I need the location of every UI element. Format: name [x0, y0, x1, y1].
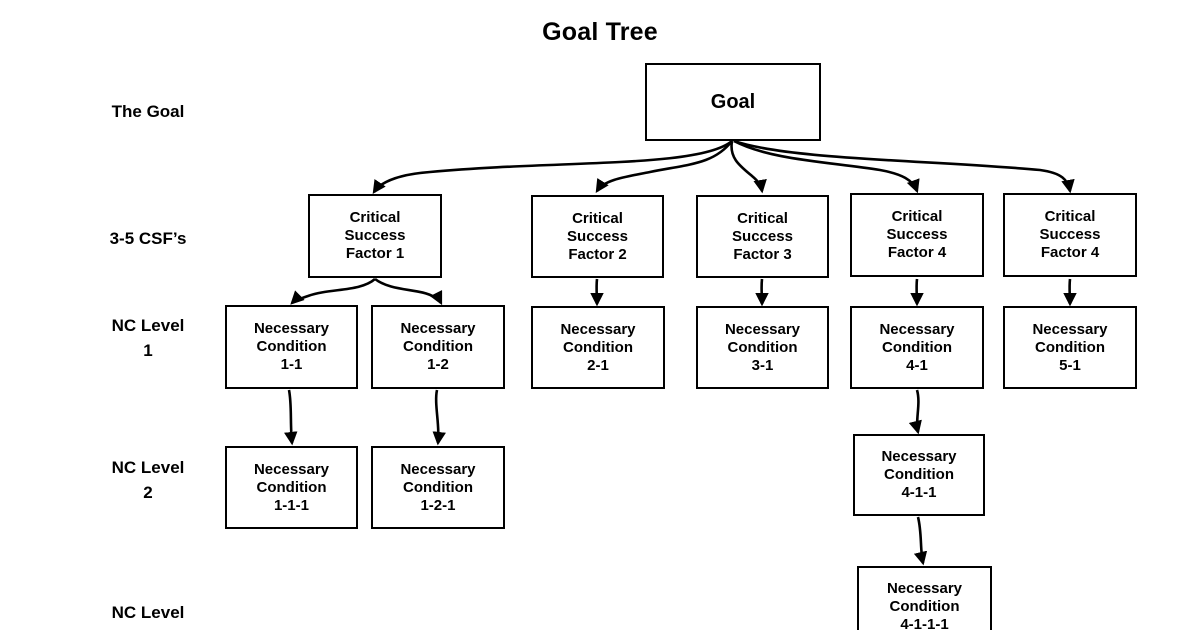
node-nc-4-1-1-1[interactable]: Necessary Condition 4-1-1-1	[857, 566, 992, 630]
node-nc-5-1[interactable]: Necessary Condition 5-1	[1003, 306, 1137, 389]
node-nc-1-1-1[interactable]: Necessary Condition 1-1-1	[225, 446, 358, 529]
edge-goal-to-csf-2	[595, 140, 734, 194]
row-label-csf: 3-5 CSF’s	[109, 229, 187, 248]
edge-csf-1-to-nc-1-1	[290, 277, 376, 305]
edge-nc-1-2-to-nc-1-2-1	[432, 389, 446, 446]
node-nc-1-2[interactable]: Necessary Condition 1-2	[371, 305, 505, 389]
row-label-nc-level-2: NC Level 2	[111, 458, 185, 502]
edge-nc-4-1-1-to-nc-4-1-1-1	[913, 516, 928, 566]
node-csf-2[interactable]: Critical Success Factor 2	[531, 195, 664, 278]
edge-nc-4-1-to-nc-4-1-1	[908, 389, 922, 435]
node-nc-1-2-1[interactable]: Necessary Condition 1-2-1	[371, 446, 505, 529]
edge-goal-to-csf-1	[372, 139, 733, 195]
node-csf-5[interactable]: Critical Success Factor 4	[1003, 193, 1137, 277]
edge-goal-to-csf-3	[730, 140, 767, 194]
edge-nc-1-1-to-nc-1-1-1	[284, 389, 298, 446]
node-nc-3-1[interactable]: Necessary Condition 3-1	[696, 306, 829, 389]
node-nc-4-1-1[interactable]: Necessary Condition 4-1-1	[853, 434, 985, 516]
row-label-nc-level-1: NC Level 1	[111, 316, 185, 360]
edge-goal-to-csf-5	[733, 139, 1075, 194]
node-csf-3[interactable]: Critical Success Factor 3	[696, 195, 829, 278]
edge-csf-1-to-nc-1-2	[374, 277, 443, 306]
node-nc-2-1[interactable]: Necessary Condition 2-1	[531, 306, 665, 389]
node-csf-4[interactable]: Critical Success Factor 4	[850, 193, 984, 277]
node-goal[interactable]: Goal	[645, 63, 821, 141]
row-label-the-goal: The Goal	[111, 102, 185, 121]
node-nc-1-1[interactable]: Necessary Condition 1-1	[225, 305, 358, 389]
node-csf-1[interactable]: Critical Success Factor 1	[308, 194, 442, 278]
node-nc-4-1[interactable]: Necessary Condition 4-1	[850, 306, 984, 389]
row-label-nc-level-3: NC Level	[111, 603, 185, 622]
page-title: Goal Tree	[542, 18, 658, 46]
edge-goal-to-csf-4	[733, 139, 920, 194]
